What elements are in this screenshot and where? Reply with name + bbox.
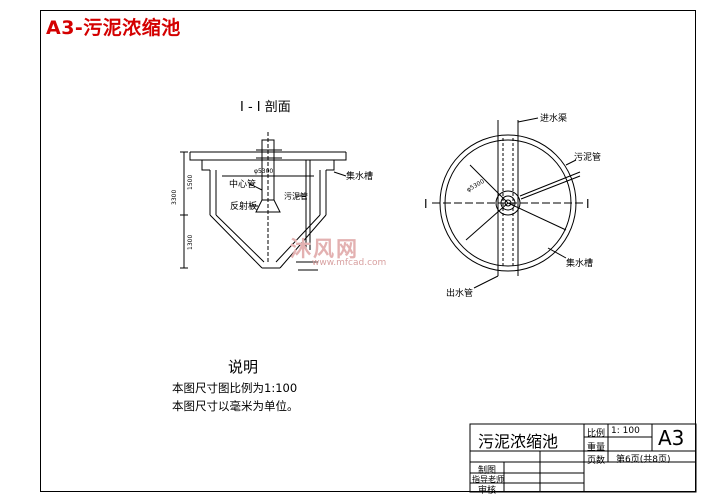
drawing-title: 污泥浓缩池 xyxy=(478,432,559,451)
label-reflector: 反射板 xyxy=(230,200,257,212)
advisor-label: 指导老师 xyxy=(472,475,504,484)
label-outlet-pipe: 出水管 xyxy=(446,287,473,299)
notes-title: 说明 xyxy=(228,358,259,376)
dim-total: 3300 xyxy=(171,190,178,205)
watermark-brand: 沐风网 xyxy=(290,237,359,261)
sheet-size: A3 xyxy=(658,426,685,450)
label-sludge-pipe-section: 污泥管 xyxy=(284,191,308,201)
scale-label: 比例 xyxy=(587,429,606,439)
page-info: 第6页(共8页) xyxy=(616,455,671,465)
dim-lower: 1300 xyxy=(187,235,194,250)
label-sludge-pipe-plan: 污泥管 xyxy=(574,151,601,163)
dim-diameter-plan: φ5300 xyxy=(466,178,486,194)
sheet-label: A3-污泥浓缩池 xyxy=(46,17,181,39)
label-inlet-channel: 进水渠 xyxy=(540,112,567,124)
section-mark-left: I xyxy=(424,197,428,211)
title-block-grid xyxy=(469,423,697,493)
drawn-by-label: 制图 xyxy=(478,466,497,476)
plan-view-drawing xyxy=(432,117,584,289)
section-mark-right: I xyxy=(586,197,590,211)
note-line-2: 本图尺寸以毫米为单位。 xyxy=(172,399,299,413)
note-line-1: 本图尺寸图比例为1:100 xyxy=(172,381,298,395)
label-trough-section: 集水槽 xyxy=(346,170,373,182)
reviewed-label: 审核 xyxy=(478,486,497,496)
label-trough-plan: 集水槽 xyxy=(566,257,593,269)
drawing-frame xyxy=(40,10,696,492)
section-view-title: I - I 剖面 xyxy=(240,100,291,115)
pages-label: 页数 xyxy=(587,456,606,466)
scale-value: 1: 100 xyxy=(611,426,640,436)
watermark-url: www.mfcad.com xyxy=(312,258,387,268)
section-view-drawing xyxy=(180,132,347,271)
dim-upper: 1500 xyxy=(187,175,194,190)
weight-label: 重量 xyxy=(587,443,606,453)
dim-diameter-section: φ5300 xyxy=(254,168,273,175)
label-center-pipe: 中心管 xyxy=(229,178,256,190)
